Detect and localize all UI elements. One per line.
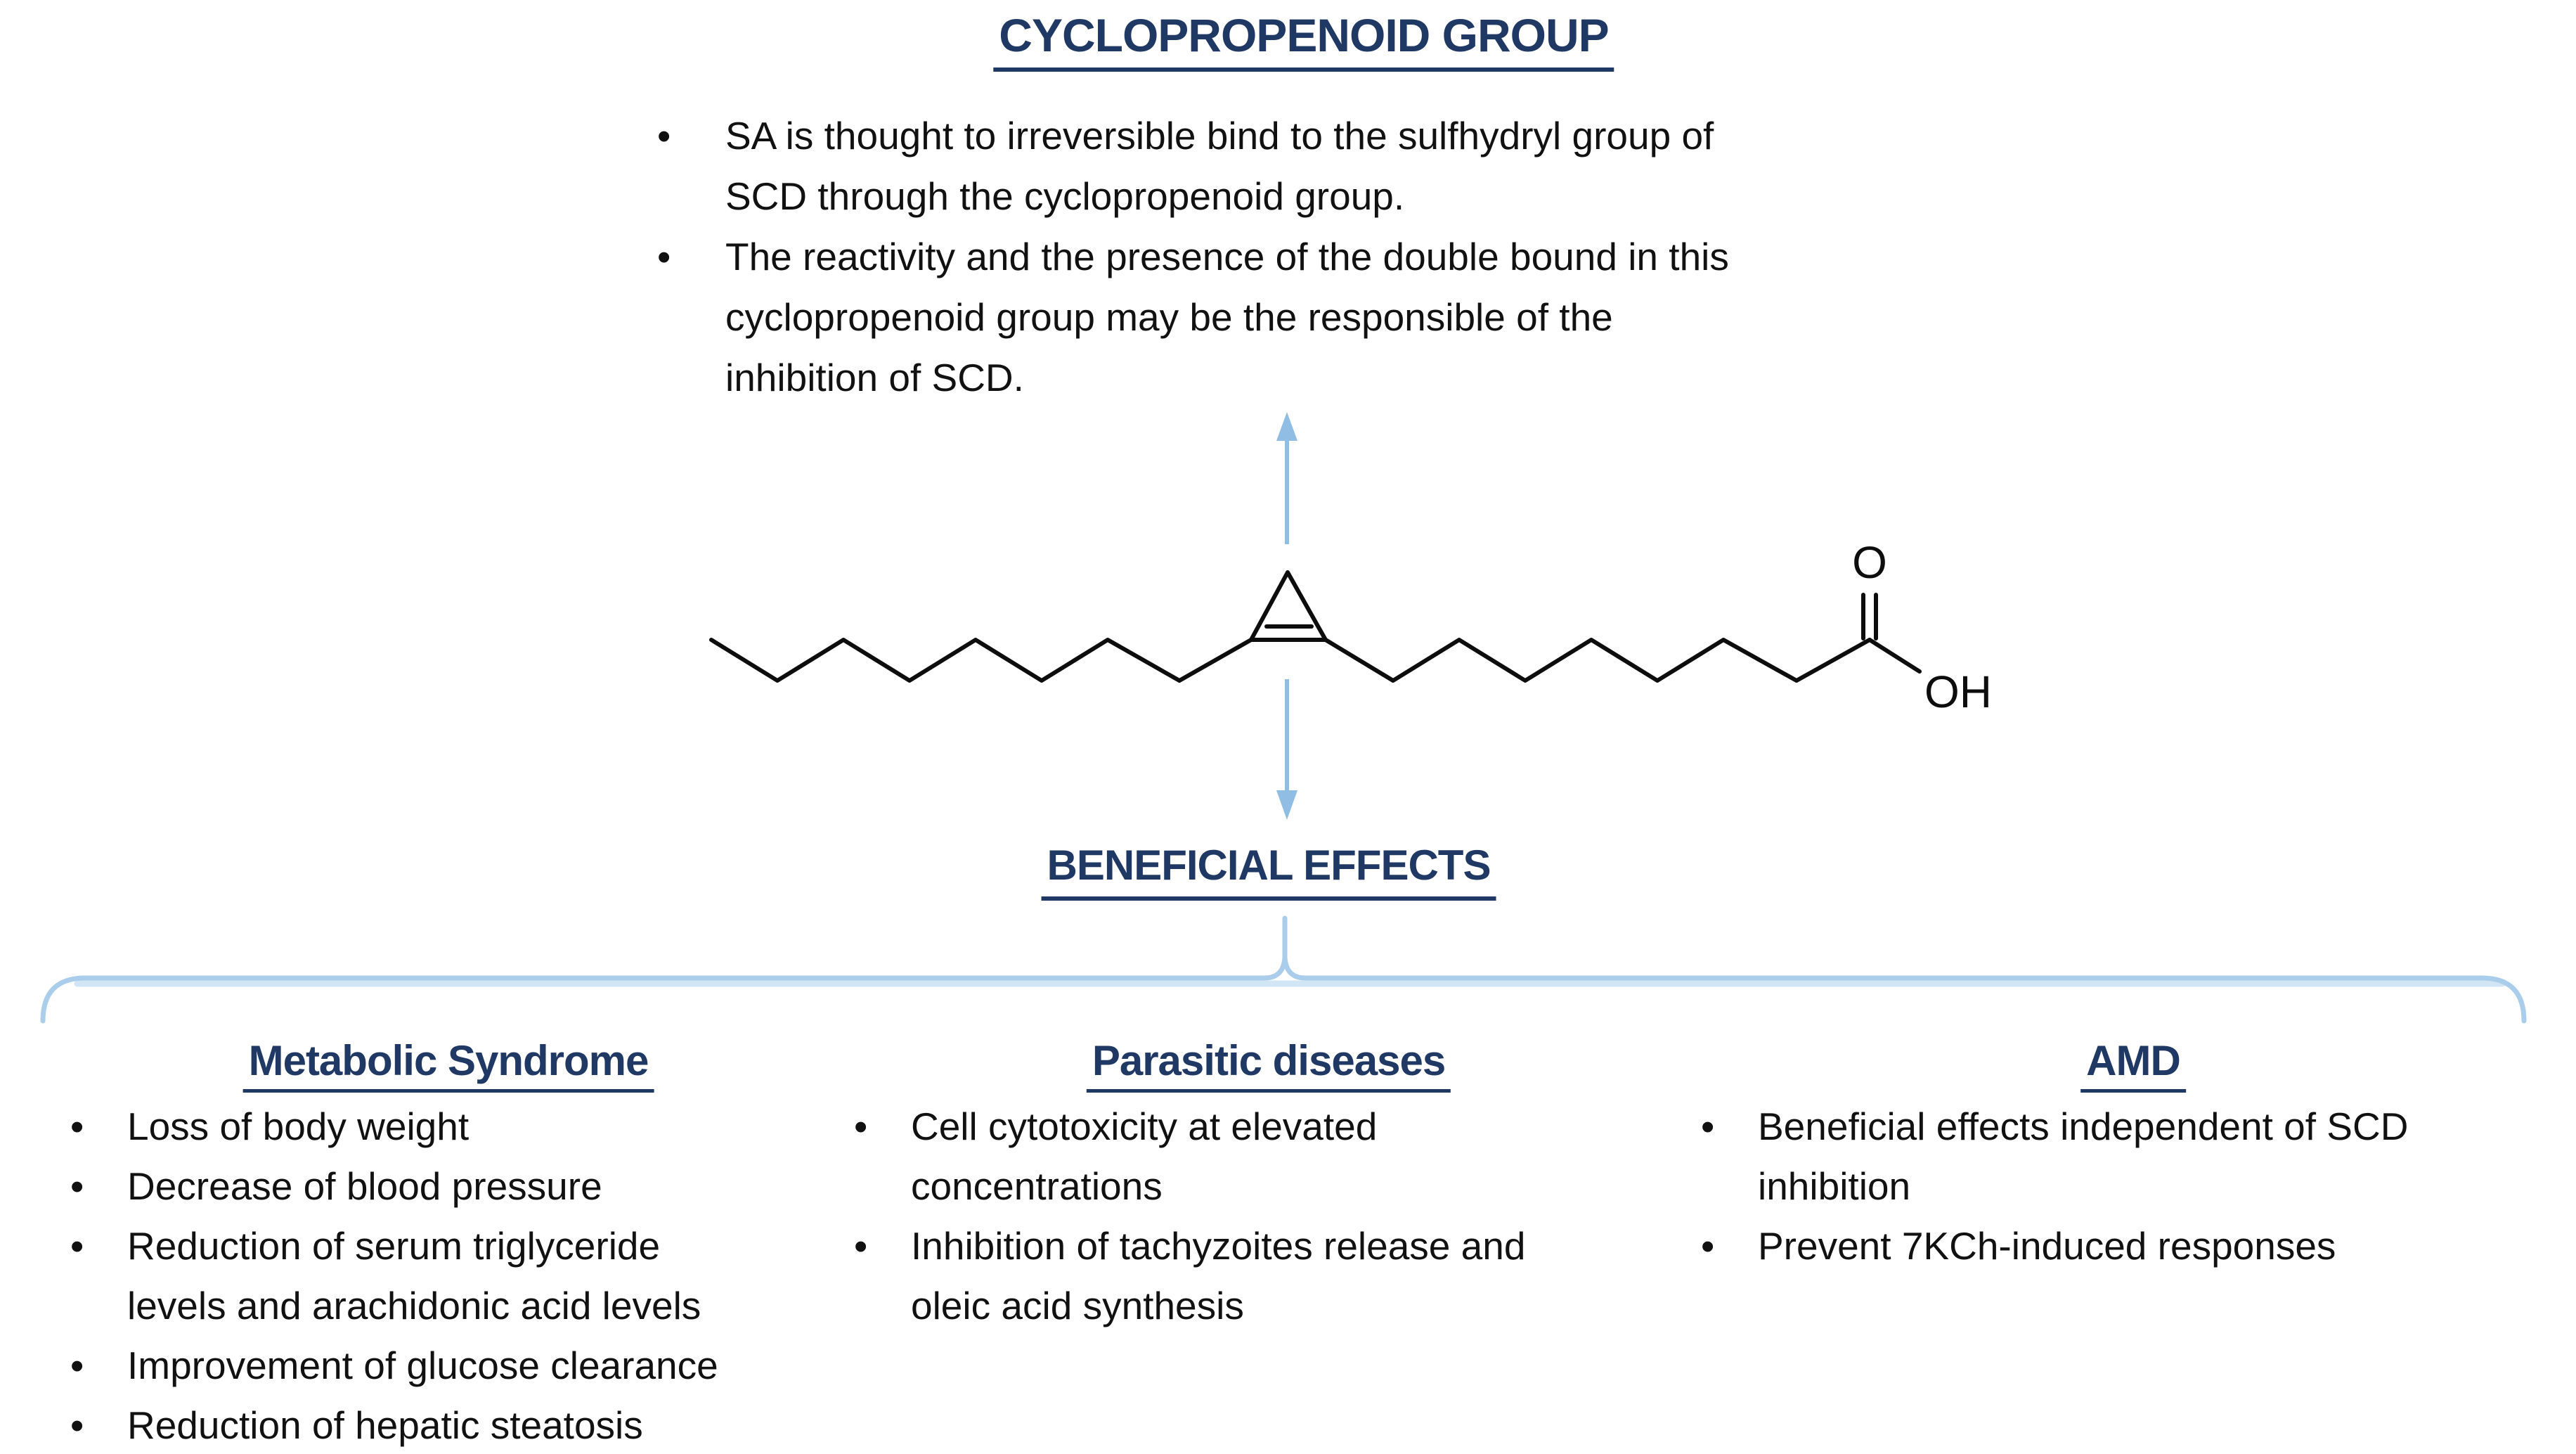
bullet-item: • Reduction of serum triglyceride levels a… [70, 1216, 718, 1336]
bullet-marker: • [70, 1105, 84, 1148]
bullet-line: Beneficial effects independent of SCD [1758, 1105, 2409, 1148]
bullet-line: Inhibition of tachyzoites release and [911, 1224, 1526, 1268]
bullet-text: Decrease of blood pressure [127, 1157, 602, 1216]
bullet-text: Reduction of hepatic steatosis [127, 1396, 643, 1454]
bullet-text: Cell cytotoxicity at elevated concentrati… [911, 1097, 1377, 1216]
down-arrow [1276, 679, 1297, 820]
bullet-item: • Prevent 7KCh-induced responses [1701, 1216, 2408, 1276]
bullet-line: SA is thought to irreversible bind to th… [725, 114, 1714, 157]
bullet-line: concentrations [911, 1164, 1163, 1208]
hydroxyl-oh-label: OH [1924, 667, 1992, 717]
bullet-marker: • [1701, 1105, 1715, 1148]
bullet-item: • Inhibition of tachyzoites release and ol… [854, 1216, 1525, 1336]
bullet-line: inhibition of SCD. [725, 356, 1024, 399]
carbonyl-o-label: O [1852, 537, 1887, 588]
bullet-item: • The reactivity and the presence of the … [657, 226, 1729, 408]
column-heading-metabolic-syndrome: Metabolic Syndrome [242, 1036, 654, 1093]
bullet-line: Prevent 7KCh-induced responses [1758, 1224, 2336, 1268]
bullet-item: • Loss of body weight [70, 1097, 718, 1157]
left-alkyl-chain [709, 638, 1253, 683]
column-heading-amd: AMD [2080, 1036, 2186, 1093]
cyclopropene-ring [1249, 570, 1328, 642]
parasitic-diseases-bullet-list: • Cell cytotoxicity at elevated concentrat… [854, 1097, 1525, 1336]
bullet-line: Decrease of blood pressure [127, 1164, 602, 1208]
bullet-line: levels and arachidonic acid levels [127, 1284, 701, 1327]
molecule-structure: O OH [709, 537, 1992, 717]
bullet-marker: • [70, 1164, 84, 1208]
bullet-marker: • [1701, 1224, 1715, 1268]
bullet-item: • SA is thought to irreversible bind to t… [657, 105, 1729, 226]
metabolic-syndrome-bullet-list: • Loss of body weight • Decrease of blood p… [70, 1097, 718, 1454]
bullet-line: cyclopropenoid group may be the responsi… [725, 295, 1613, 339]
bullet-item: • Reduction of hepatic steatosis [70, 1396, 718, 1454]
bullet-text: Beneficial effects independent of SCD inh… [1758, 1097, 2408, 1216]
bullet-marker: • [854, 1105, 868, 1148]
bullet-marker: • [854, 1224, 868, 1268]
intro-bullet-list: • SA is thought to irreversible bind to t… [657, 105, 1729, 408]
bullet-marker: • [70, 1224, 84, 1268]
bullet-line: inhibition [1758, 1164, 1911, 1208]
beneficial-effects-heading: BENEFICIAL EFFECTS [1041, 841, 1496, 901]
bullet-marker: • [657, 235, 671, 278]
bullet-text: Inhibition of tachyzoites release and ole… [911, 1216, 1525, 1336]
bullet-line: Loss of body weight [127, 1105, 470, 1148]
bullet-line: SCD through the cyclopropenoid group. [725, 174, 1405, 218]
bullet-item: • Beneficial effects independent of SCD in… [1701, 1097, 2408, 1216]
bullet-item: • Cell cytotoxicity at elevated concentrat… [854, 1097, 1525, 1216]
bullet-line: Reduction of serum triglyceride [127, 1224, 661, 1268]
column-heading-parasitic-diseases: Parasitic diseases [1086, 1036, 1451, 1093]
bullet-text: Prevent 7KCh-induced responses [1758, 1216, 2336, 1276]
bullet-line: The reactivity and the presence of the d… [725, 235, 1729, 278]
bullet-line: Improvement of glucose clearance [127, 1344, 718, 1387]
bullet-text: Improvement of glucose clearance [127, 1336, 718, 1396]
bullet-item: • Decrease of blood pressure [70, 1157, 718, 1216]
right-alkyl-chain [1323, 638, 1872, 683]
page-title: CYCLOPROPENOID GROUP [993, 8, 1614, 72]
bracket-brace [40, 915, 2527, 1024]
bullet-text: Reduction of serum triglyceride levels an… [127, 1216, 701, 1336]
bullet-marker: • [70, 1344, 84, 1387]
bullet-text: SA is thought to irreversible bind to th… [725, 105, 1714, 226]
bullet-line: Reduction of hepatic steatosis [127, 1403, 643, 1447]
up-arrow [1276, 412, 1297, 544]
amd-bullet-list: • Beneficial effects independent of SCD in… [1701, 1097, 2408, 1276]
bullet-line: Cell cytotoxicity at elevated [911, 1105, 1378, 1148]
hydroxyl-bond [1868, 638, 1922, 674]
bullet-text: Loss of body weight [127, 1097, 469, 1157]
bullet-line: oleic acid synthesis [911, 1284, 1244, 1327]
bullet-marker: • [70, 1403, 84, 1447]
bullet-text: The reactivity and the presence of the d… [725, 226, 1729, 408]
bullet-item: • Improvement of glucose clearance [70, 1336, 718, 1396]
bullet-marker: • [657, 114, 671, 157]
